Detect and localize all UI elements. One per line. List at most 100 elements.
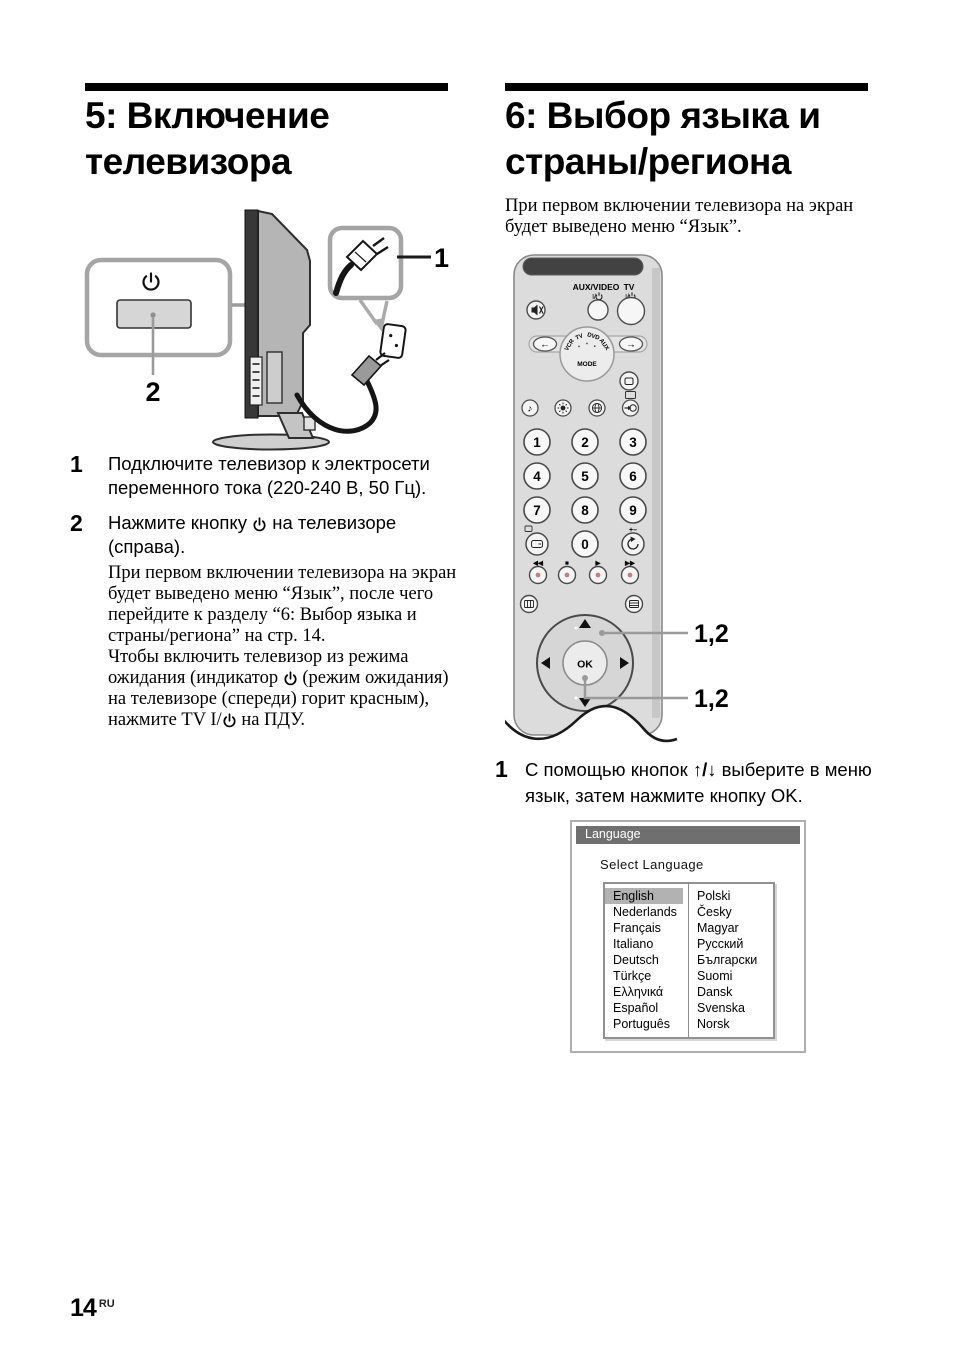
input-icon [624, 404, 637, 412]
dpad: OK [536, 614, 634, 712]
tv-set-icon [625, 391, 636, 399]
figure-cut-line [505, 704, 678, 743]
section6-title-line2: страны/региона [505, 141, 791, 182]
aux-video-power-button [587, 299, 609, 321]
section6-intro: При первом включении телевизора на экран… [505, 196, 854, 237]
text-page-icon [524, 600, 534, 608]
language-item-selected: English [605, 888, 683, 904]
section6-title: 6: Выбор языка и страны/региона [505, 93, 821, 185]
section5-rule [85, 83, 448, 91]
section5-steps: 1 Подключите телевизор к электросети пер… [70, 452, 462, 731]
right-arrow-icon: → [626, 340, 636, 351]
language-item: Ελληνικά [613, 985, 664, 999]
left-arrow-icon [541, 657, 550, 669]
wide-mode-button [588, 399, 606, 417]
mini-screen-icon [524, 525, 533, 532]
aux-video-label: AUX/VIDEO [573, 282, 620, 292]
language-item: Español [613, 1001, 659, 1015]
transport-buttons: ◀◀ ■ ▶ ▶▶ [528, 560, 640, 585]
tv-side-controls [249, 356, 263, 406]
section6-step1: 1 С помощью кнопок ↑/↓ выберите в меню я… [495, 757, 895, 809]
digit-5: 5 [581, 469, 589, 484]
remote-control-figure: AUX/VIDEO TV I/ I/ ← → VCR TV DVD AUX MO… [505, 254, 729, 754]
language-item: Български [697, 953, 758, 967]
mute-icon [531, 304, 544, 316]
stop-label: ■ [565, 560, 569, 567]
power-icon [223, 713, 236, 728]
language-menu: Language Select Language English Nederla… [570, 820, 806, 1053]
step-number: 1 [70, 451, 83, 477]
language-menu-titlebar: Language [576, 826, 800, 844]
pip-icon [531, 540, 543, 548]
return-arrow-icon [627, 536, 639, 550]
remote-callout-label-2: 1,2 [694, 685, 729, 713]
ff-label: ▶▶ [624, 560, 636, 567]
language-item: Polski [697, 889, 731, 903]
callout-line-2 [583, 678, 688, 700]
page-number: 14 [70, 1294, 97, 1322]
section6-rule [505, 83, 868, 91]
play-label: ▶ [595, 560, 602, 567]
mode-label: MODE [577, 361, 597, 368]
language-item: Français [613, 921, 661, 935]
wall-outlet [379, 323, 407, 359]
tv-hookup-figure: 2 1 [84, 209, 449, 451]
teletext-button [519, 594, 539, 614]
digit-1: 1 [533, 435, 541, 450]
rewind-label: ◀◀ [532, 560, 544, 567]
tv-stand-tab [303, 416, 316, 431]
step-text: С помощью кнопок ↑/↓ выберите в меню язы… [525, 759, 872, 806]
language-item: Dansk [697, 985, 733, 999]
muting-button [526, 300, 546, 320]
digit-9: 9 [629, 503, 637, 518]
language-item: Português [613, 1017, 670, 1031]
language-item: Svenska [697, 1001, 745, 1015]
language-list-left: English Nederlands Français Italiano Deu… [605, 884, 689, 1037]
step-number: 1 [495, 756, 508, 782]
digit-3: 3 [629, 435, 637, 450]
callout-pointer [358, 298, 389, 332]
digit-0: 0 [581, 537, 589, 552]
tv-back-panel [266, 351, 283, 404]
language-menu-subtitle: Select Language [600, 857, 704, 872]
power-icon [253, 517, 266, 532]
plug-callout [327, 225, 404, 301]
mode-left-button [532, 336, 558, 352]
tv-power-button [616, 296, 646, 326]
ir-window [522, 257, 644, 276]
tv-label: TV [624, 282, 635, 292]
screen-icon [624, 377, 634, 385]
callout-dot [599, 630, 605, 636]
language-item: Norsk [697, 1017, 730, 1031]
tv-side-view [212, 209, 330, 451]
step-note-1: При первом включении телевизора на экран… [108, 563, 457, 646]
figure-label-1: 1 [434, 243, 449, 273]
tv-back-body [257, 210, 311, 417]
language-item: Suomi [697, 969, 733, 983]
svg-text:I/: I/ [592, 294, 596, 301]
up-down-arrows: ↑/↓ [692, 759, 717, 780]
digit-6: 6 [629, 469, 637, 484]
picture-mode-button [554, 399, 572, 417]
remote-callout-label-1: 1,2 [694, 620, 729, 648]
left-arrow-icon: ← [540, 340, 550, 351]
figure-label-2: 2 [145, 377, 160, 407]
plus-minus-label: +– [629, 527, 637, 534]
digit-8: 8 [581, 503, 589, 518]
language-list-right: Polski Česky Magyar Русский Български Su… [689, 884, 773, 1037]
page-region-tag: RU [98, 1298, 115, 1310]
music-note-icon: ♪ [528, 404, 533, 415]
sound-effect-button: ♪ [521, 399, 539, 417]
figure-cut-mask [505, 706, 677, 754]
globe-icon [591, 402, 603, 414]
section5-title-line1: 5: Включение [85, 95, 330, 136]
mode-option-dvd: DVD [586, 332, 601, 342]
language-item: Türkçe [613, 969, 652, 983]
step-2: 2 Нажмите кнопку на телевизоре (справа).… [70, 511, 462, 731]
section5-title-line2: телевизора [85, 141, 292, 182]
language-list-box: English Nederlands Français Italiano Deu… [603, 882, 775, 1039]
screen-mode-button [619, 371, 639, 391]
right-arrow-icon [620, 657, 629, 669]
menu-icon [629, 600, 639, 608]
power-cord [294, 376, 379, 434]
